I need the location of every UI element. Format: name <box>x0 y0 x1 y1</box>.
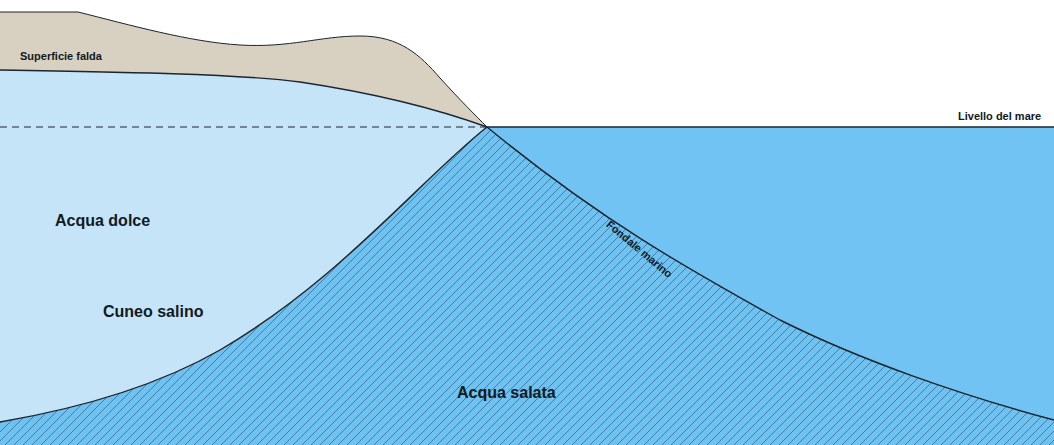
water-table-line <box>0 70 487 127</box>
land <box>0 12 487 127</box>
dashed-sea-level <box>0 126 487 127</box>
salt-water <box>0 127 1054 445</box>
seabed-line <box>487 127 1054 420</box>
interface-line <box>0 127 487 422</box>
saline-wedge-label: Cuneo salino <box>103 303 203 321</box>
water-table-label: Superficie falda <box>20 50 102 63</box>
fresh-water-label: Acqua dolce <box>55 212 150 230</box>
salt-water-label: Acqua salata <box>457 384 556 402</box>
land-surface-line <box>0 12 487 127</box>
sea-level-label: Livello del mare <box>958 110 1041 123</box>
sea-level-line <box>487 126 1054 127</box>
